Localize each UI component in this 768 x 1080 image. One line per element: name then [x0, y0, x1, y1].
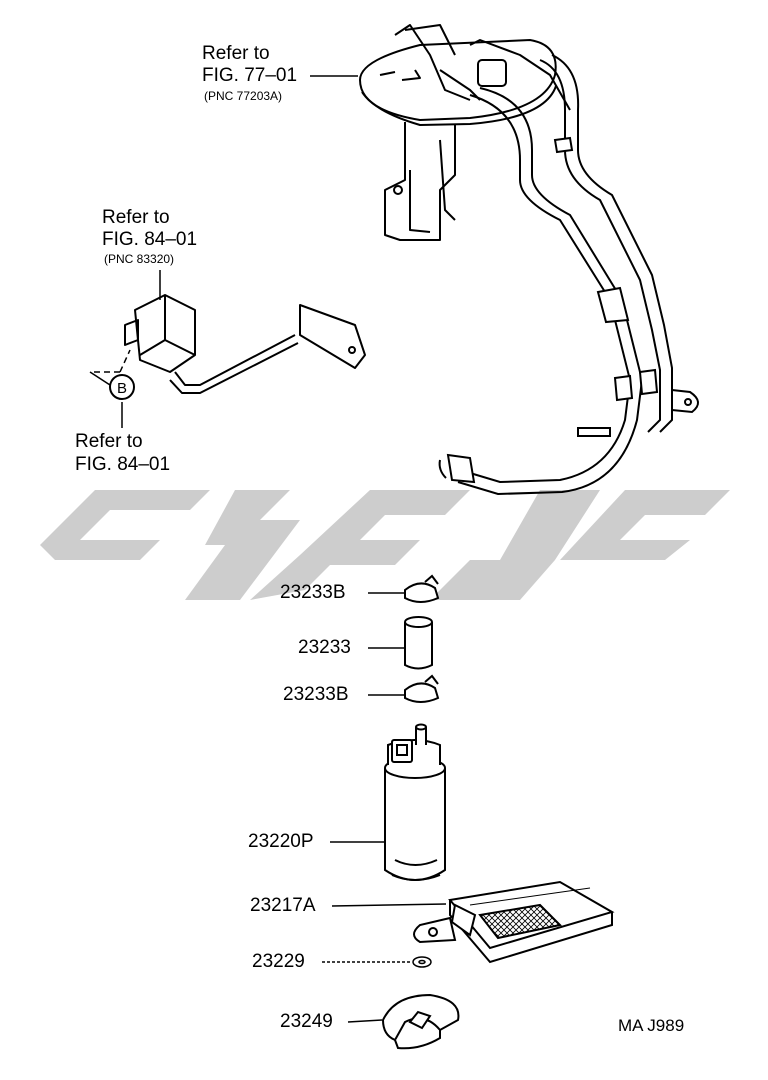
fuel-filter	[413, 880, 615, 964]
part-number-fuel-pump: 23220P	[248, 831, 314, 852]
part-number-clamp-top: 23233B	[280, 582, 346, 603]
callout-b-leaders	[89, 75, 358, 428]
fuel-tubes	[438, 54, 699, 496]
cushion-23249	[381, 993, 460, 1050]
sender-ref-line1: Refer to	[202, 43, 270, 64]
watermark-logo	[40, 490, 730, 600]
callout-b-circle	[109, 374, 135, 400]
hose-23233	[404, 616, 433, 670]
part-number-clip: 23229	[252, 951, 305, 972]
clamp-bottom	[404, 674, 440, 703]
part-number-fuel-filter: 23217A	[250, 895, 316, 916]
sender-ref-line3: (PNC 77203A)	[204, 89, 283, 103]
gauge-ref-line1: Refer to	[102, 207, 170, 228]
part-number-hose: 23233	[298, 637, 351, 658]
part-number-clamp-bottom: 23233B	[283, 684, 349, 705]
part-leaders	[322, 592, 447, 1023]
gauge-ref-line2: FIG. 84–01	[102, 229, 198, 250]
callout-b-letter: B	[117, 380, 127, 397]
connector-ref-line2: FIG. 84–01	[75, 454, 171, 475]
fuel-gauge-sender	[124, 294, 366, 394]
part-number-cushion: 23249	[280, 1011, 333, 1032]
clip-23229	[412, 956, 432, 968]
drawing-code: MA J989	[618, 1016, 685, 1035]
gauge-ref-line3: (PNC 83320)	[104, 252, 175, 266]
fuel-sender-bracket	[359, 24, 571, 241]
clamp-top	[404, 574, 440, 603]
sender-ref-line2: FIG. 77–01	[202, 65, 298, 86]
connector-ref-line1: Refer to	[75, 431, 143, 452]
fuel-pump	[384, 723, 446, 881]
